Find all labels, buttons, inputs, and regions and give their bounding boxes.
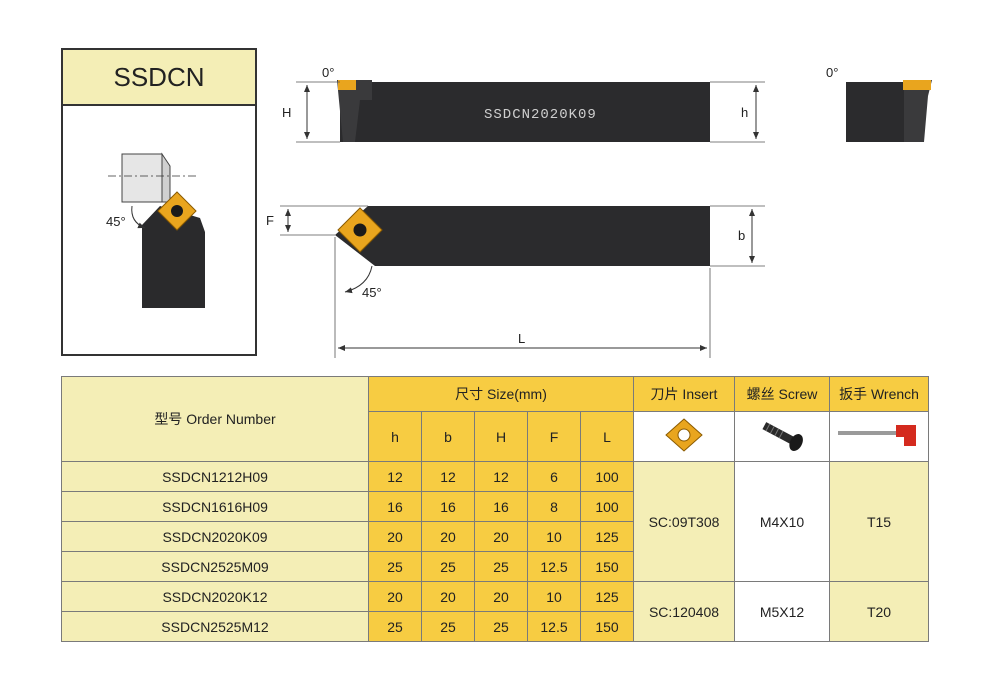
cell-F: 8 [527, 491, 581, 522]
insert-image [633, 411, 735, 462]
cell-H: 12 [474, 461, 528, 492]
bar-engraving: SSDCN2020K09 [484, 107, 597, 123]
cell-F: 6 [527, 461, 581, 492]
wrench-image [829, 411, 929, 462]
cell-h: 20 [368, 521, 422, 552]
order-cell: SSDCN1212H09 [61, 461, 369, 492]
cell-H: 25 [474, 551, 528, 582]
side-view: SSDCN2020K09 H 0° h [282, 65, 765, 143]
model-title: SSDCN [63, 50, 255, 106]
col-b: b [421, 411, 475, 462]
screw-icon [762, 422, 803, 451]
cell-h: 12 [368, 461, 422, 492]
wrench-group-1: T15 [829, 461, 929, 582]
model-title-box: SSDCN [61, 48, 257, 356]
screw-group-1: M4X10 [734, 461, 830, 582]
col-H: H [474, 411, 528, 462]
cell-H: 16 [474, 491, 528, 522]
cell-L: 150 [580, 551, 634, 582]
cell-F: 12.5 [527, 551, 581, 582]
insert-header: 刀片 Insert [633, 376, 735, 412]
angle-top-left: 0° [322, 65, 334, 80]
tool-holder-drawing: 45° SSDCN2020K09 H 0° h 0° F b [106, 65, 932, 358]
detail-angle-label: 45° [106, 214, 126, 229]
cell-h: 25 [368, 551, 422, 582]
order-cell: SSDCN2020K12 [61, 581, 369, 612]
cell-F: 10 [527, 581, 581, 612]
cell-L: 150 [580, 611, 634, 642]
cell-b: 25 [421, 551, 475, 582]
cell-b: 12 [421, 461, 475, 492]
dim-L-label: L [518, 331, 525, 346]
end-view: 0° [826, 65, 932, 142]
insert-icon [665, 418, 703, 452]
col-L: L [580, 411, 634, 462]
cell-b: 16 [421, 491, 475, 522]
order-cell: SSDCN1616H09 [61, 491, 369, 522]
detail-view: 45° [106, 152, 205, 308]
wrench-icon [838, 425, 916, 446]
cell-h: 16 [368, 491, 422, 522]
dim-F-label: F [266, 213, 274, 228]
dim-h-label: h [741, 105, 748, 120]
cell-h: 25 [368, 611, 422, 642]
dim-H-label: H [282, 105, 291, 120]
wrench-header: 扳手 Wrench [829, 376, 929, 412]
cell-L: 100 [580, 491, 634, 522]
plan-view: F b 45° L [266, 205, 765, 358]
cell-F: 10 [527, 521, 581, 552]
cell-H: 20 [474, 521, 528, 552]
cell-L: 125 [580, 581, 634, 612]
spec-table: 型号 Order Number 尺寸 Size(mm) 刀片 Insert 螺丝… [61, 376, 929, 642]
cell-b: 20 [421, 521, 475, 552]
cell-F: 12.5 [527, 611, 581, 642]
wrench-group-2: T20 [829, 581, 929, 642]
order-cell: SSDCN2525M12 [61, 611, 369, 642]
col-F: F [527, 411, 581, 462]
insert-group-2: SC:120408 [633, 581, 735, 642]
insert-group-1: SC:09T308 [633, 461, 735, 582]
cell-b: 25 [421, 611, 475, 642]
screw-image [734, 411, 830, 462]
angle-top-right: 0° [826, 65, 838, 80]
screw-group-2: M5X12 [734, 581, 830, 642]
order-cell: SSDCN2525M09 [61, 551, 369, 582]
cell-L: 125 [580, 521, 634, 552]
cell-h: 20 [368, 581, 422, 612]
cell-L: 100 [580, 461, 634, 492]
cell-b: 20 [421, 581, 475, 612]
order-cell: SSDCN2020K09 [61, 521, 369, 552]
main-angle-label: 45° [362, 285, 382, 300]
cell-H: 20 [474, 581, 528, 612]
screw-header: 螺丝 Screw [734, 376, 830, 412]
size-header: 尺寸 Size(mm) [368, 376, 634, 412]
order-number-header: 型号 Order Number [61, 376, 369, 462]
cell-H: 25 [474, 611, 528, 642]
col-h: h [368, 411, 422, 462]
dim-b-label: b [738, 228, 745, 243]
